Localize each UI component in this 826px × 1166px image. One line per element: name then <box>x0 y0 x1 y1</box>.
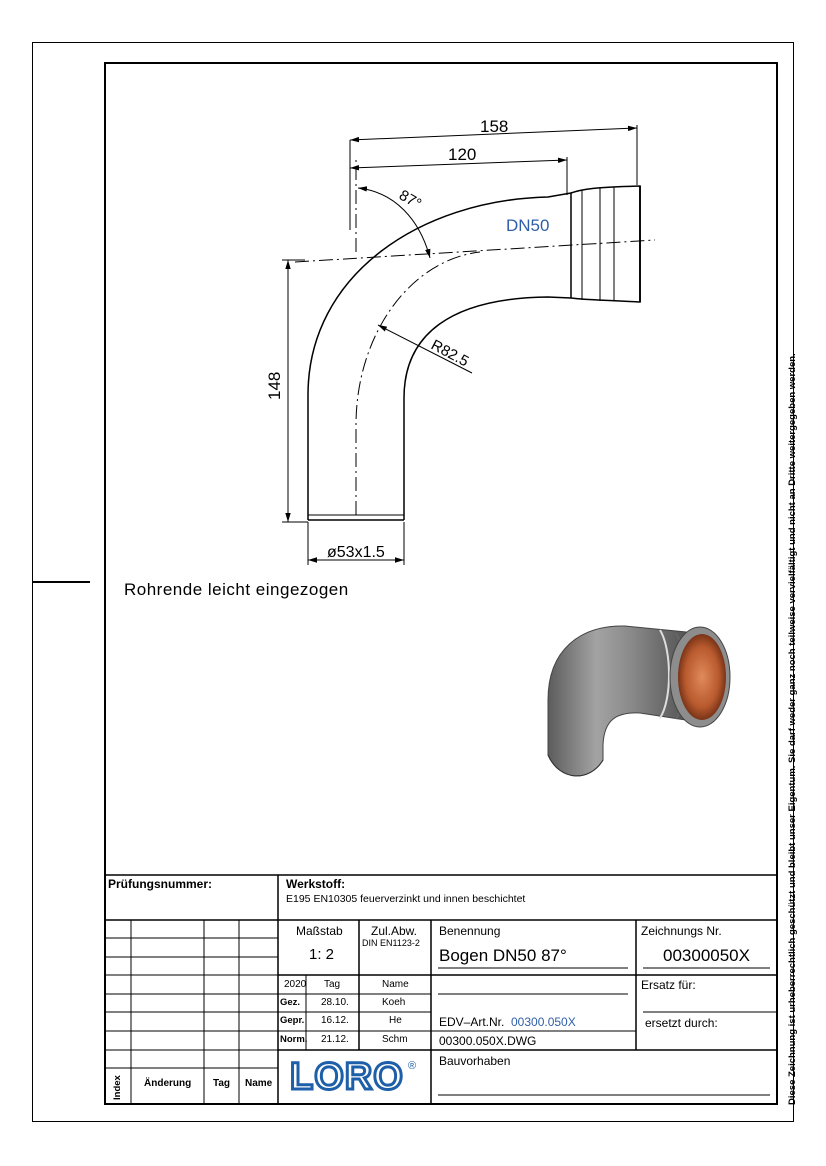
loro-logo: LORO <box>289 1055 405 1100</box>
pipe-3d-render <box>547 625 731 777</box>
dim-158-line <box>349 125 638 143</box>
gez-label: Gez. <box>280 997 301 1008</box>
index-label: Index <box>112 1075 123 1100</box>
zulabw-value: DIN EN1123-2 <box>362 938 420 948</box>
gepr-tag: 16.12. <box>321 1015 349 1026</box>
year: 2020 <box>284 979 307 990</box>
edv-value: 00300.050X <box>511 1015 576 1029</box>
norm-name: Schm <box>382 1034 408 1045</box>
aenderung-label: Änderung <box>144 1078 192 1089</box>
inner-frame <box>104 62 778 1105</box>
gez-tag: 28.10. <box>321 997 349 1008</box>
edv-label: EDV–Art.Nr. <box>439 1015 505 1029</box>
dim-diameter-text: ø53x1.5 <box>327 544 385 561</box>
zeichnungsnr-value: 00300050X <box>663 946 750 965</box>
name-label-2: Name <box>245 1078 273 1089</box>
dim-148-text: 148 <box>265 372 284 400</box>
gepr-name: He <box>389 1015 402 1026</box>
werkstoff-value: E195 EN10305 feuerverzinkt und innen bes… <box>286 893 526 905</box>
dim-radius-line <box>377 324 473 374</box>
center-line <box>355 251 481 515</box>
benennung-value: Bogen DN50 87° <box>439 946 567 965</box>
dn-label: DN50 <box>506 216 549 235</box>
dim-120-line <box>349 157 568 171</box>
dim-120-text: 120 <box>448 145 476 164</box>
ersatz-fuer-label: Ersatz für: <box>641 978 696 992</box>
registered-mark-icon: ® <box>408 1060 417 1072</box>
tag-label-2: Tag <box>213 1078 231 1089</box>
gepr-label: Gepr. <box>280 1015 305 1026</box>
gez-name: Koeh <box>382 997 406 1008</box>
dwg-value: 00300.050X.DWG <box>439 1034 537 1048</box>
bauvorhaben-label: Bauvorhaben <box>439 1054 511 1068</box>
zeichnungsnr-label: Zeichnungs Nr. <box>641 924 722 938</box>
massstab-label: Maßstab <box>296 924 343 938</box>
fold-mark <box>32 581 90 583</box>
zulabw-label: Zul.Abw. <box>371 924 418 938</box>
pipe-inner-contour <box>403 296 572 520</box>
drawing-note: Rohrende leicht eingezogen <box>124 580 349 599</box>
dim-158-text: 158 <box>480 117 508 136</box>
norm-tag: 21.12. <box>321 1034 349 1045</box>
benennung-label: Benennung <box>439 924 501 938</box>
norm-label: Norm. <box>280 1034 308 1045</box>
massstab-value: 1: 2 <box>309 946 335 963</box>
pruefnummer-label: Prüfungsnummer: <box>108 877 213 891</box>
dim-angle-arc <box>357 186 431 259</box>
center-line-horizontal <box>294 239 656 263</box>
name-header: Name <box>382 979 409 990</box>
tag-header: Tag <box>324 979 341 990</box>
werkstoff-label: Werkstoff: <box>286 877 346 891</box>
ersetzt-durch-label: ersetzt durch: <box>645 1016 718 1030</box>
